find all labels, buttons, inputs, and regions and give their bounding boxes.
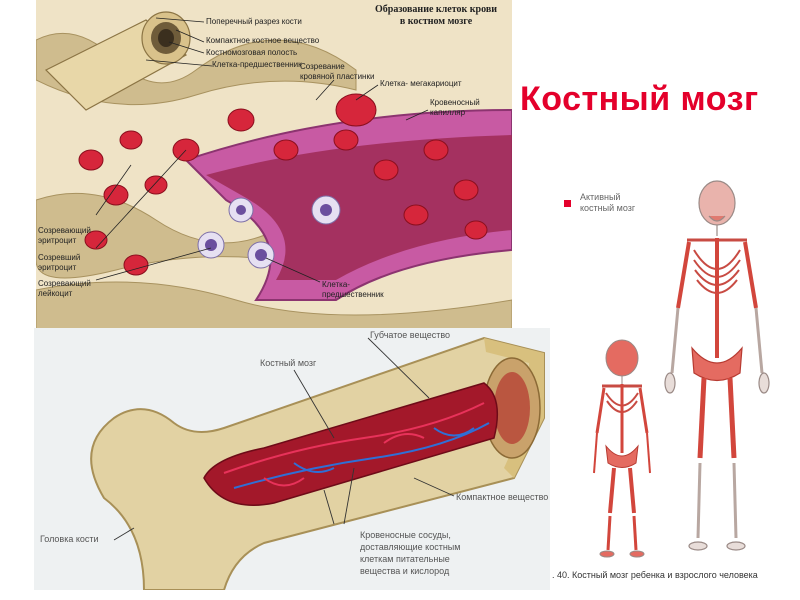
red-blood-cells [78,93,488,276]
label-erythro-mature-1: Созревший [38,253,81,262]
label-leukocyte-1: Созревающий [38,279,91,288]
label-vessels-3: клеткам питательные [360,554,450,564]
label-platelet-1: Созревание [300,62,345,71]
leukocyte-cells [197,195,341,269]
label-spongy-substance: Губчатое вещество [370,330,451,340]
figure-caption: . 40. Костный мозг ребенка и взрослого ч… [552,570,758,580]
adult-skeleton [664,180,770,551]
slide-title: Костный мозг [520,80,759,118]
diagram-header-line2: в костном мозге [400,16,473,27]
long-bone-section-diagram: Губчатое вещество Костный мозг Компактно… [34,328,550,590]
label-precursor-top: Клетка-предшественник [212,60,302,69]
label-erythro-mature-2: эритроцит [38,263,77,272]
blood-cell-formation-illustration: Образование клеток крови в костном мозге [36,0,512,330]
legend-swatch [564,200,571,207]
label-precursor-bottom-2: предшественник [322,290,384,299]
long-bone-illustration [90,336,545,590]
bone-shaft-section [44,11,191,111]
legend-label-2: костный мозг [580,203,636,213]
marrow-blood-vessels [223,402,490,489]
label-compact-substance: Компактное вещество [456,492,549,502]
label-bone-marrow: Костный мозг [260,358,317,368]
label-precursor-bottom-1: Клетка- [322,280,350,289]
skeletons-illustration [593,180,770,558]
label-leukocyte-2: лейкоцит [38,289,73,298]
label-cross-section: Поперечный разрез кости [206,17,302,26]
label-vessels-4: вещества и кислород [360,566,450,576]
label-compact-bone: Компактное костное вещество [206,36,320,45]
legend-label-1: Активный [580,192,621,202]
blood-cell-formation-diagram: Образование клеток крови в костном мозге… [36,0,512,330]
label-vessels-1: Кровеносные сосуды, [360,530,451,540]
child-skeleton [593,339,651,558]
skeleton-figure: Активный костный мозг [552,178,800,590]
label-bone-head: Головка кости [40,534,99,544]
label-erythro-maturing-2: эритроцит [38,236,77,245]
marrow-canal [203,382,499,506]
label-marrow-cavity: Костномозговая полость [206,48,298,57]
diagram-header-line1: Образование клеток крови [375,4,497,15]
label-platelet-2: кровяной пластинки [300,72,375,81]
label-erythro-maturing-1: Созревающий [38,226,91,235]
label-vessels-2: доставляющие костным [360,542,461,552]
label-capillary-1: Кровеносный [430,98,480,107]
label-megakaryocyte: Клетка- мегакариоцит [380,79,462,88]
label-capillary-2: капилляр [430,108,466,117]
